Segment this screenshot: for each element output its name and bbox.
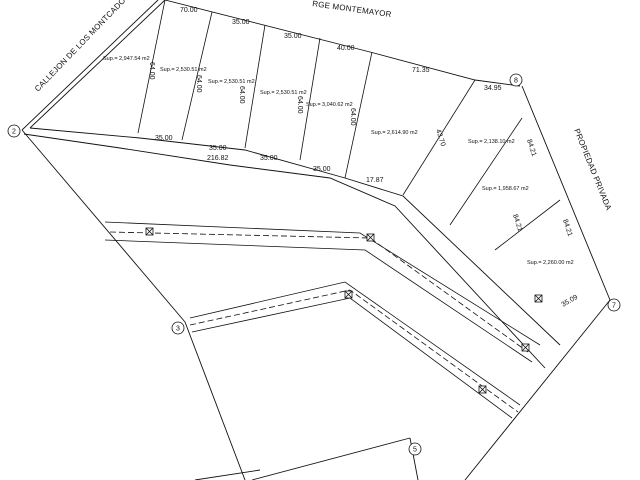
dim-right-1: 34.95	[484, 85, 502, 92]
dim-right-5: 35.09	[561, 294, 580, 309]
dim-total-frontage: 216.82	[207, 155, 229, 162]
lot-area-7: Sup.= 2,138.10 m2	[468, 139, 515, 145]
marker	[366, 233, 375, 242]
vertex-8-label: 8	[514, 78, 518, 85]
vertex-2-label: 2	[12, 129, 16, 136]
dim-top-4: 40.00	[337, 45, 355, 52]
survey-markers	[145, 227, 543, 394]
dim-top-2: 35.00	[232, 19, 250, 26]
right-side-dimensions: 34.95 84.21 84.21 84.21 35.09	[484, 85, 579, 309]
street-edges	[23, 127, 561, 369]
bottom-frontage-dimensions: 35.00 35.00 35.00 35.00 17.87 216.82	[155, 135, 384, 184]
dim-right-3: 84.21	[511, 213, 523, 232]
vertex-markers: 2 3 5 7 8	[7, 73, 621, 456]
property-boundary	[21, 0, 611, 480]
marker	[521, 343, 530, 352]
vertex-5-label: 5	[413, 447, 417, 454]
dim-depth-3: 64.00	[238, 86, 245, 104]
vertex-7-label: 7	[612, 303, 616, 310]
lot-area-8: Sup.= 1,958.67 m2	[482, 186, 529, 192]
dim-depth-5: 64.00	[349, 108, 356, 126]
lot-area-9: Sup.= 2,260.00 m2	[527, 260, 574, 266]
dim-top-5: 71.35	[412, 67, 430, 74]
dim-top-1: 70.00	[180, 7, 198, 14]
dim-right-2: 84.21	[525, 138, 537, 157]
street-name-right: PROPIEDAD PRIVADA	[572, 127, 613, 212]
vertex-7: 7	[607, 298, 621, 312]
street-name-left: CALLEJON DE LOS MONTCADOS	[33, 0, 131, 93]
lot-area-6: Sup.= 2,614.90 m2	[371, 130, 418, 136]
vertex-2: 2	[7, 124, 21, 138]
marker	[478, 385, 487, 394]
vertex-8: 8	[509, 73, 523, 87]
marker	[145, 227, 154, 236]
dim-right-4: 84.21	[561, 218, 573, 237]
vertex-3: 3	[171, 321, 185, 335]
dim-depth-2: 64.00	[195, 75, 202, 93]
lot-area-1: Sup.= 2,947.54 m2	[103, 56, 150, 62]
dim-depth-1: 64.00	[148, 62, 155, 80]
street-name-top: RGE MONTEMAYOR	[312, 0, 392, 19]
dim-bottom-3: 35.00	[260, 155, 278, 162]
dim-bottom-1: 35.00	[155, 135, 173, 142]
lot-area-2: Sup.= 2,530.51 m2	[160, 67, 207, 73]
marker	[344, 290, 353, 299]
dim-bottom-4: 35.00	[313, 166, 331, 173]
top-frontage-dimensions: 70.00 35.00 35.00 40.00 71.35	[180, 7, 430, 74]
vertex-3-label: 3	[176, 326, 180, 333]
dim-depth-6: 43.70	[434, 128, 446, 147]
dim-bottom-5: 17.87	[366, 177, 384, 184]
lot-area-4: Sup.= 2,530.51 m2	[260, 90, 307, 96]
dim-depth-4: 64.00	[296, 96, 303, 114]
dim-bottom-2: 35.00	[209, 145, 227, 152]
dim-top-3: 35.00	[284, 33, 302, 40]
lot-area-labels: Sup.= 2,947.54 m2 Sup.= 2,530.51 m2 Sup.…	[103, 56, 574, 266]
marker	[534, 294, 543, 303]
road-centerlines	[104, 221, 541, 419]
lot-area-5: Sup.= 3,040.62 m2	[306, 102, 353, 108]
vertex-5: 5	[408, 442, 422, 456]
top-lot-frontage	[164, 0, 521, 87]
lot-area-3: Sup.= 2,530.51 m2	[208, 79, 255, 85]
lot-division-lines	[137, 0, 561, 251]
